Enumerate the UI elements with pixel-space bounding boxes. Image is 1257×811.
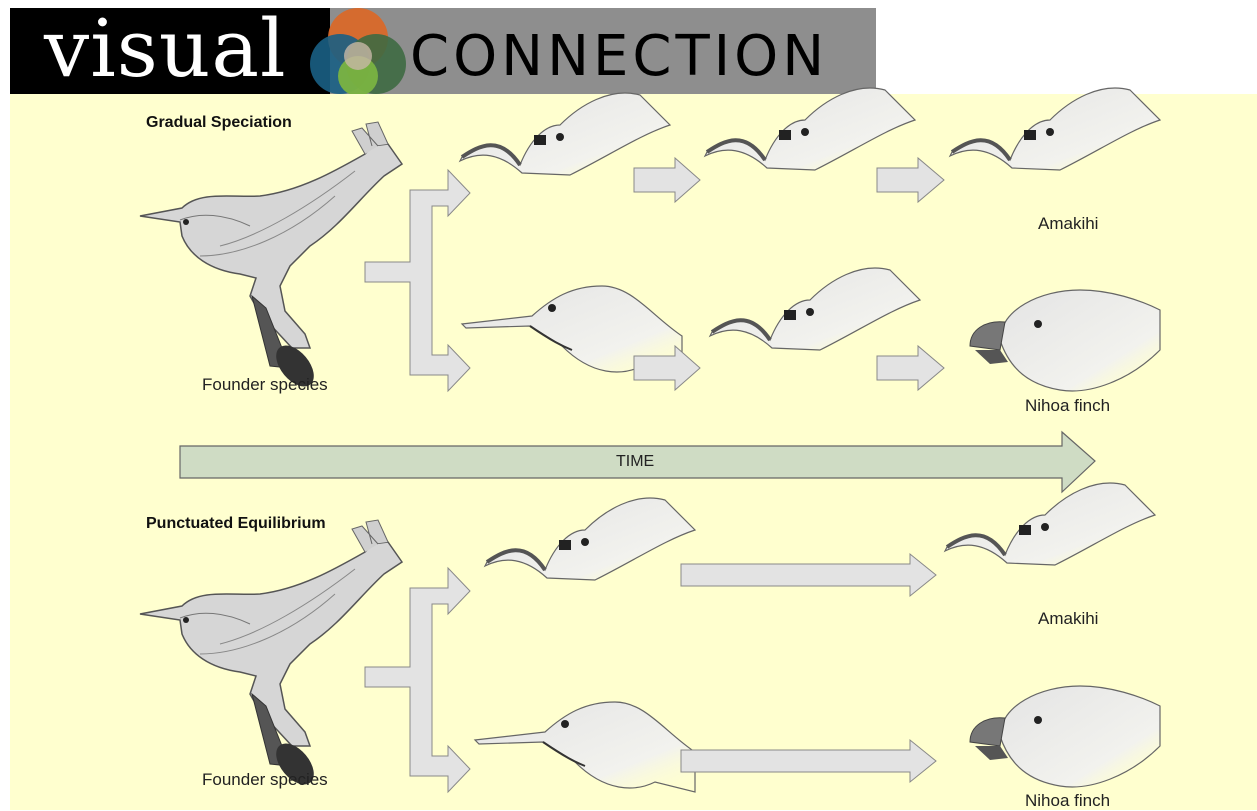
gradual-lower-arrow-2	[876, 344, 945, 392]
gradual-upper-arrow-2	[876, 156, 945, 204]
punctuated-equilibrium-title: Punctuated Equilibrium	[146, 515, 326, 532]
banner-dark-section	[10, 8, 330, 94]
gradual-amakihi-label: Amakihi	[1038, 214, 1099, 233]
venn-logo-icon	[310, 8, 406, 96]
punctuated-nihoa-label: Nihoa finch	[1025, 791, 1111, 810]
punctuated-lower-head	[474, 701, 696, 793]
gradual-lower-arrow-1	[633, 344, 701, 392]
gradual-lower-head-2	[708, 266, 922, 352]
gradual-amakihi-head	[948, 86, 1162, 172]
gradual-upper-arrow-1	[633, 156, 701, 204]
punctuated-founder-bird	[139, 519, 403, 793]
gradual-founder-label: Founder species	[202, 375, 328, 394]
gradual-founder-bird	[139, 121, 403, 395]
gradual-branch-arrow	[364, 168, 471, 393]
punctuated-amakihi-head	[943, 481, 1157, 567]
punctuated-branch-arrow	[364, 566, 471, 794]
punctuated-nihoa-finch-head	[969, 685, 1161, 788]
punctuated-lower-long-arrow	[680, 738, 937, 784]
gradual-nihoa-label: Nihoa finch	[1025, 396, 1111, 415]
banner-word-connection: CONNECTION	[410, 24, 829, 89]
gradual-nihoa-finch-head	[969, 289, 1161, 392]
time-arrow-label: TIME	[616, 453, 655, 470]
visual-connection-banner: visual CONNECTION	[10, 2, 876, 96]
punctuated-upper-head	[483, 496, 697, 582]
punctuated-founder-label: Founder species	[202, 770, 328, 789]
banner-word-visual: visual	[44, 2, 287, 95]
punctuated-upper-long-arrow	[680, 552, 937, 598]
punctuated-amakihi-label: Amakihi	[1038, 609, 1099, 628]
gradual-upper-head-2	[703, 86, 917, 172]
gradual-speciation-title: Gradual Speciation	[146, 114, 292, 131]
gradual-upper-head-1	[458, 91, 672, 177]
time-arrow	[179, 430, 1096, 494]
